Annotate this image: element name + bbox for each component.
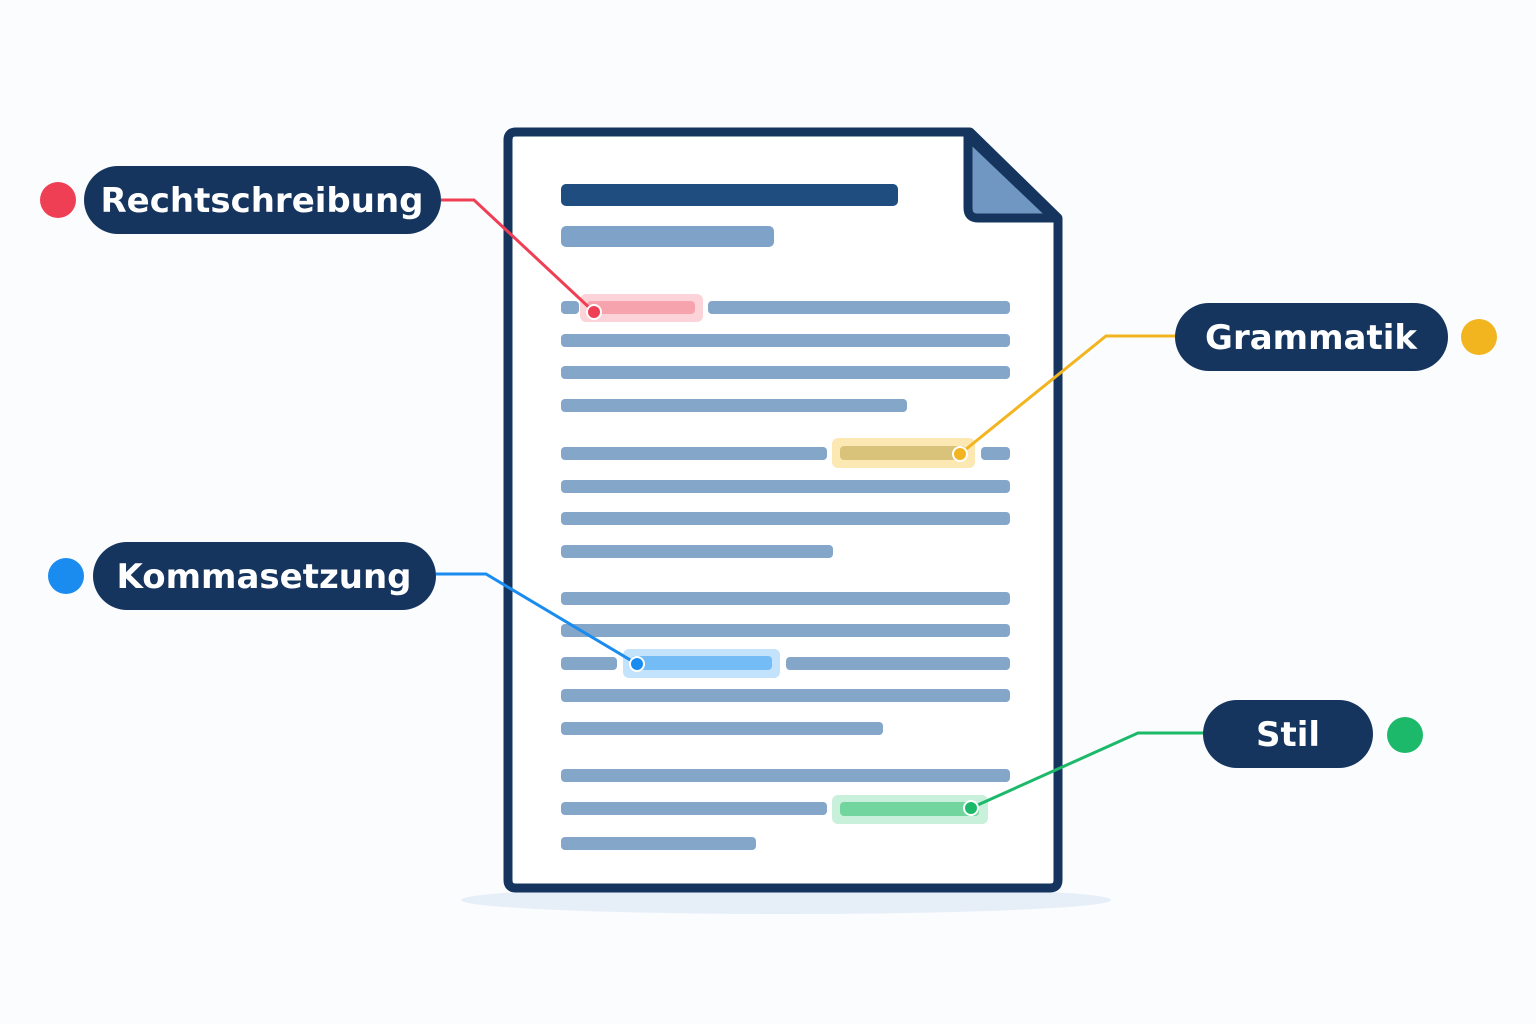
document-subheading-bar [561,226,774,247]
status-dot-stil [1387,717,1423,753]
text-line [561,837,756,850]
status-dot-kommasetzung [48,558,84,594]
document-shadow [461,886,1111,914]
label-stil: Stil [1256,715,1320,755]
callout-rechtschreibung: Rechtschreibung [40,166,703,322]
highlight-rechtschreibung [587,301,695,314]
document-icon [503,127,1063,893]
label-rechtschreibung: Rechtschreibung [100,181,423,221]
text-line [561,624,1010,637]
connector-line-grammatik [959,334,1176,456]
text-line [561,334,1010,347]
text-line [561,802,827,815]
anchor-dot-grammatik [952,446,968,462]
callout-stil: Stil [832,700,1423,824]
status-dot-rechtschreibung [40,182,76,218]
label-grammatik: Grammatik [1205,318,1418,358]
connector-line-rechtschreibung [441,198,596,314]
text-line [708,301,1010,314]
connector-line-kommasetzung [436,572,638,666]
text-line [561,480,1010,493]
callout-grammatik: Grammatik [832,303,1497,468]
text-line [561,366,1010,379]
anchor-dot-stil [963,800,979,816]
document-corner-fold [963,131,1059,223]
text-line [561,769,1010,782]
highlight-grammatik [840,446,966,460]
anchor-dot-kommasetzung [629,656,645,672]
text-line [561,512,1010,525]
highlight-kommasetzung [631,656,772,670]
anchor-dot-rechtschreibung [586,304,602,320]
status-dot-grammatik [1461,319,1497,355]
text-line [561,447,827,460]
label-pill-grammatik [1175,303,1448,371]
label-pill-rechtschreibung [84,166,441,234]
highlight-stil [840,802,979,816]
text-line [561,689,1010,702]
text-line [786,657,1010,670]
label-kommasetzung: Kommasetzung [117,557,412,597]
text-line [561,301,579,314]
document-heading-bar [561,184,898,206]
label-pill-stil [1203,700,1373,768]
text-line [561,399,907,412]
label-pill-kommasetzung [93,542,436,610]
text-line [561,592,1010,605]
text-line [561,722,883,735]
callout-kommasetzung: Kommasetzung [48,542,780,678]
text-line [981,447,1010,460]
text-line [561,545,833,558]
connector-line-stil [970,731,1205,810]
text-line [561,657,617,670]
